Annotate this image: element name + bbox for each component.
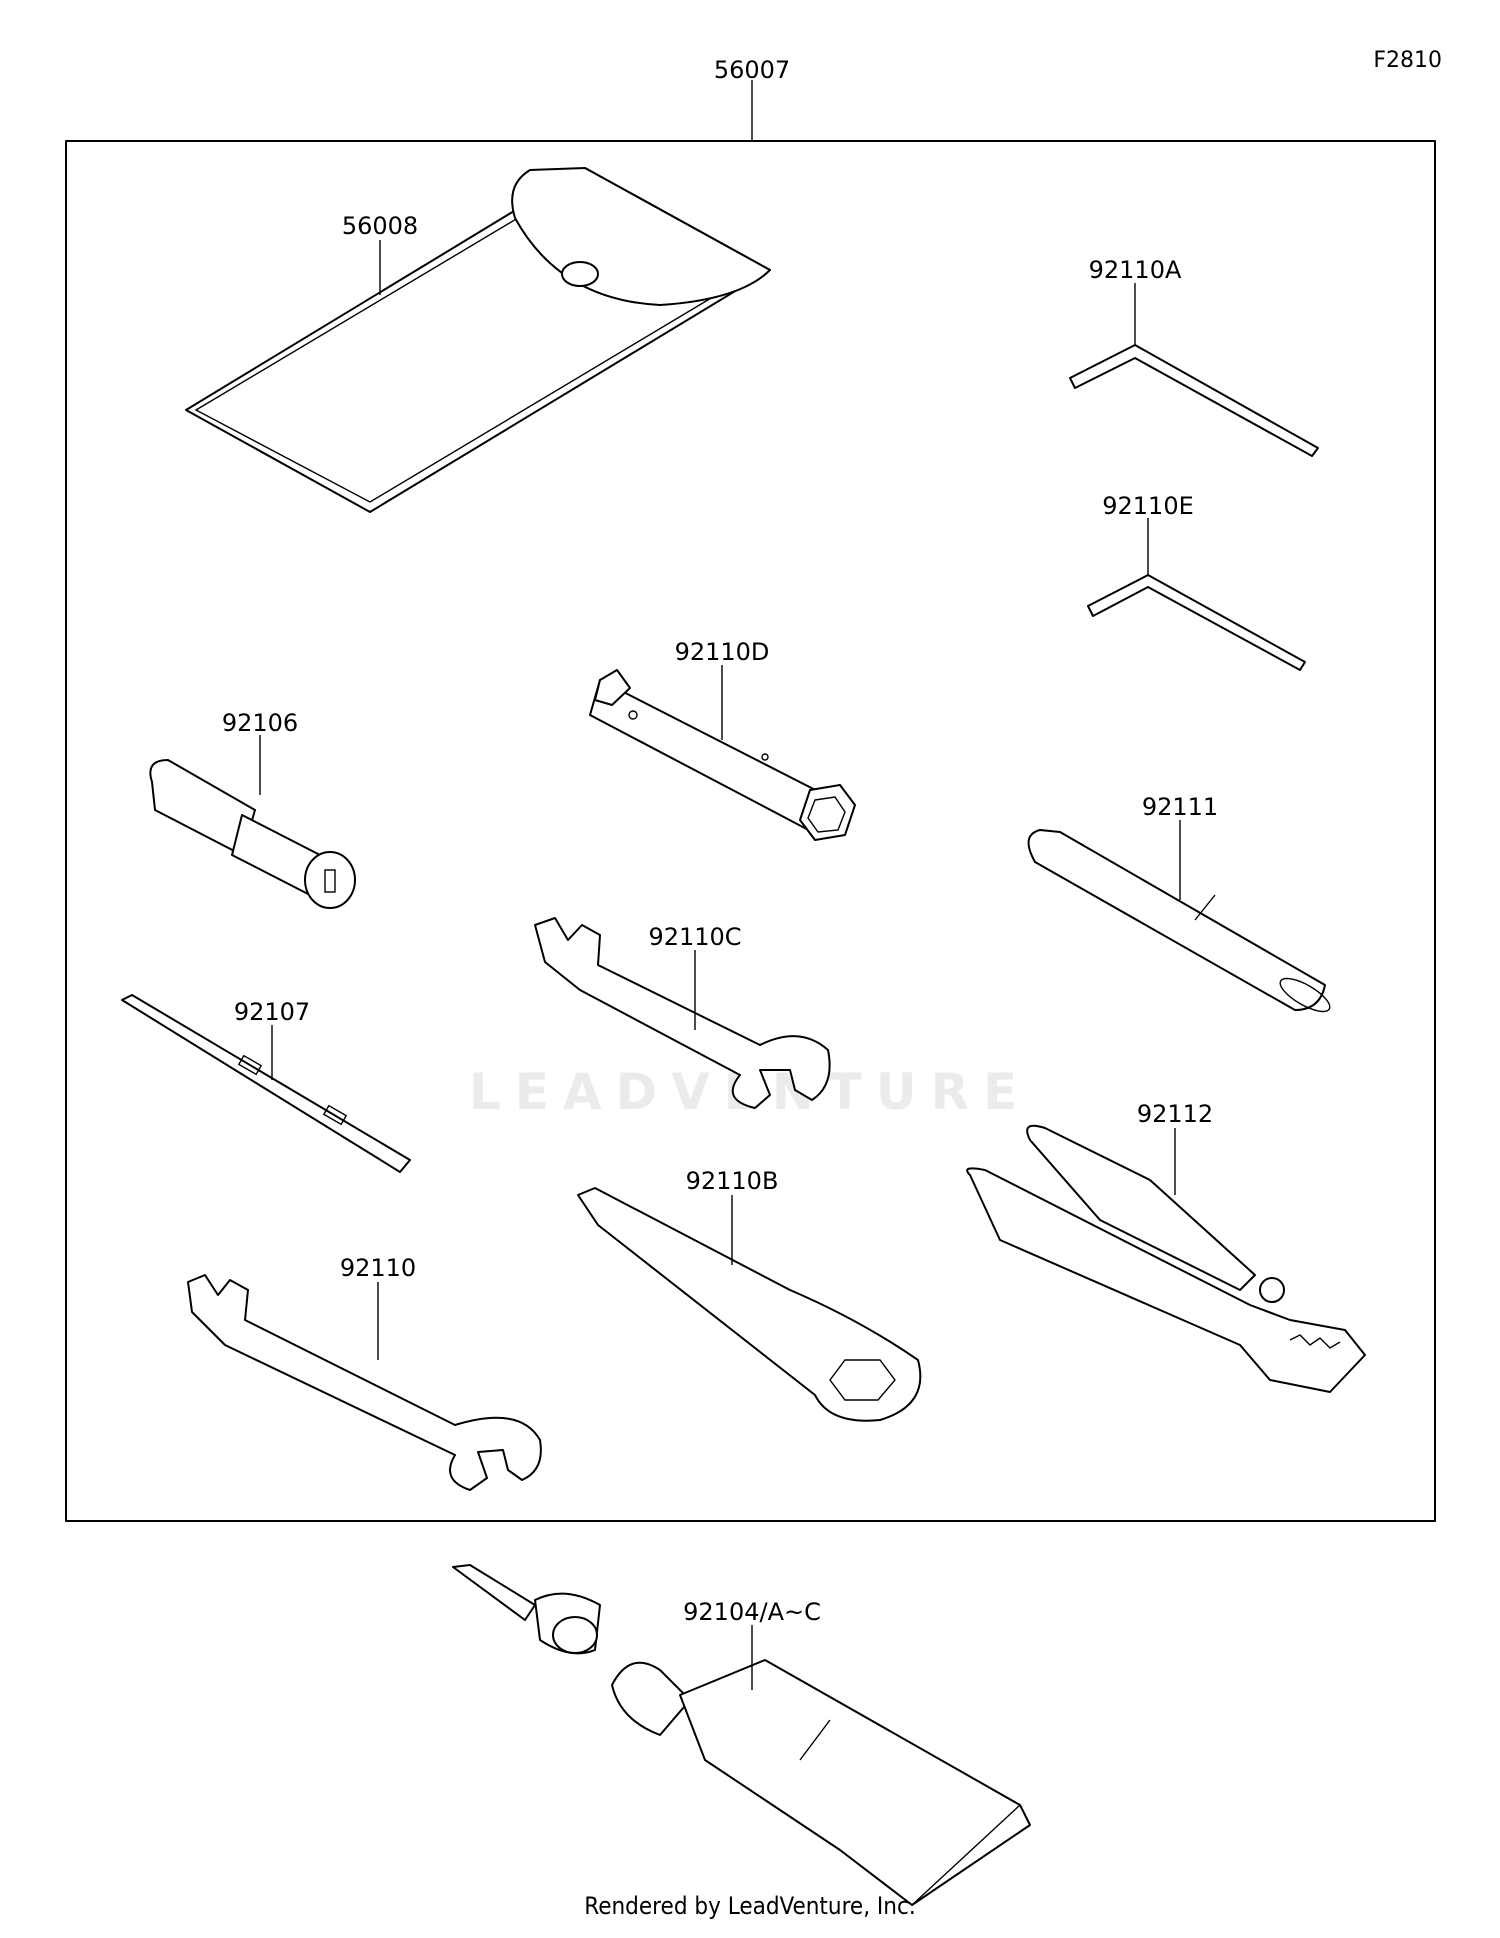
label-92106[interactable]: 92106 <box>222 709 298 737</box>
kit-frame <box>65 140 1436 1522</box>
label-56008[interactable]: 56008 <box>342 212 418 240</box>
label-92110A[interactable]: 92110A <box>1089 256 1182 284</box>
open-wrench-drawing <box>187 1274 542 1491</box>
screwdriver-drawing <box>121 994 411 1173</box>
label-92107[interactable]: 92107 <box>234 998 310 1026</box>
hex-key-a-drawing <box>1069 344 1319 457</box>
label-56007[interactable]: 56007 <box>714 56 790 84</box>
footer-credit: Rendered by LeadVenture, Inc. <box>584 1892 916 1920</box>
label-92112[interactable]: 92112 <box>1137 1100 1213 1128</box>
pouch-drawing <box>185 167 771 513</box>
open-wrench-c-drawing <box>534 917 831 1109</box>
hex-key-e-drawing <box>1087 574 1306 671</box>
label-92110E[interactable]: 92110E <box>1102 492 1194 520</box>
box-wrench-drawing <box>589 669 856 841</box>
label-92110C[interactable]: 92110C <box>648 923 741 951</box>
label-92110B[interactable]: 92110B <box>686 1167 779 1195</box>
label-92110[interactable]: 92110 <box>340 1254 416 1282</box>
label-92111[interactable]: 92111 <box>1142 793 1218 821</box>
label-92110D[interactable]: 92110D <box>675 638 770 666</box>
label-92104[interactable]: 92104/A~C <box>683 1598 821 1626</box>
grease-tube-drawing <box>452 1564 1031 1906</box>
figure-code: F2810 <box>1373 48 1442 73</box>
ring-wrench-drawing <box>577 1187 922 1422</box>
plug-tool-drawing <box>149 759 356 909</box>
rod-drawing <box>1027 829 1331 1013</box>
pliers-drawing <box>966 1124 1366 1393</box>
